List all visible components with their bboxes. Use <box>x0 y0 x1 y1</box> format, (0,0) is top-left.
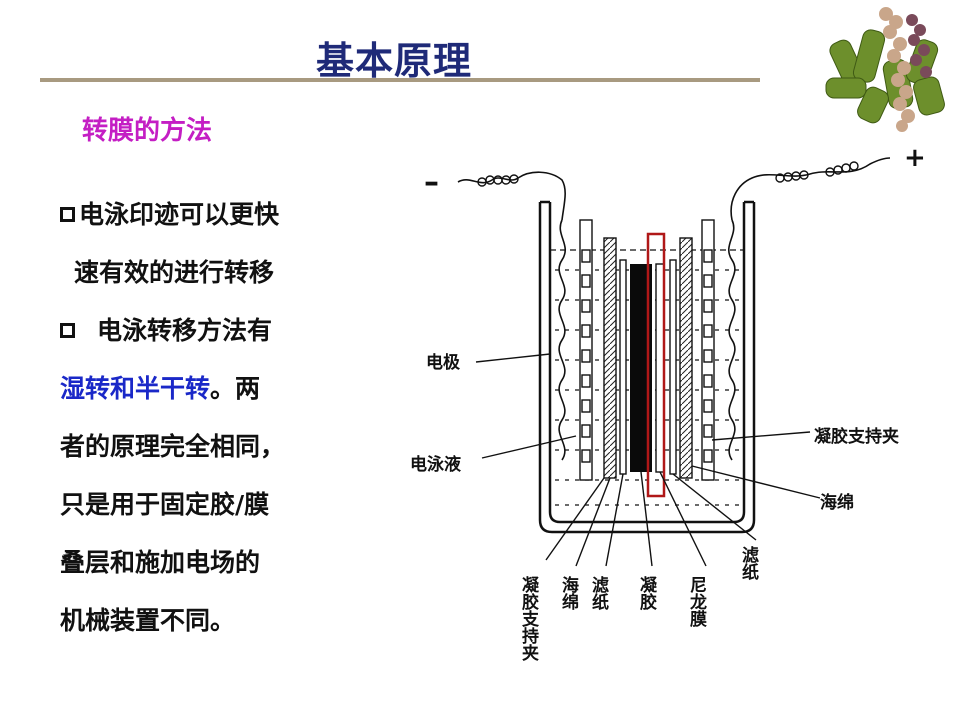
sponge-right <box>679 237 693 479</box>
bullet-text-2-line7: 叠层和施加电场的 <box>60 548 261 577</box>
square-bullet-icon <box>60 207 75 222</box>
label-leaders <box>475 353 821 567</box>
label-gel-holder-right: 凝胶支持夹 <box>814 426 899 447</box>
label-buffer: 电泳液 <box>410 454 461 475</box>
protein-structure-image <box>825 7 945 132</box>
label-gel-bottom: 凝胶 <box>636 576 657 611</box>
square-bullet-icon <box>60 323 75 338</box>
bullet-item-1: 电泳印迹可以更快 <box>60 186 360 244</box>
minus-terminal: – <box>424 165 439 200</box>
bullet-item-2: 电泳转移方法有 <box>60 302 360 360</box>
label-electrode: 电极 <box>426 352 460 373</box>
bullet-list: 电泳印迹可以更快 速有效的进行转移 电泳转移方法有 湿转和半干转。两 者的原理完… <box>60 186 360 650</box>
wet-transfer-diagram: – + 电极 电泳液 凝胶支持 <box>410 143 926 662</box>
label-filter-paper-bottom: 滤纸 <box>588 575 609 611</box>
title-divider <box>40 78 760 82</box>
sponge-left <box>603 237 617 479</box>
gel-holder-left <box>579 219 593 481</box>
bullet-text-2-line8: 机械装置不同。 <box>60 606 236 635</box>
label-sponge-bottom: 海绵 <box>558 575 579 610</box>
filter-paper-right <box>669 259 677 475</box>
gel-slab <box>630 264 652 472</box>
filter-paper-left <box>619 259 627 475</box>
membrane-highlight-box <box>646 232 666 498</box>
section-subtitle: 转膜的方法 <box>82 116 213 146</box>
label-filter-paper-right: 滤纸 <box>738 545 759 581</box>
label-gel-holder-bottom: 凝胶支持夹 <box>518 576 539 662</box>
bullet-text-2-line6: 只是用于固定胶/膜 <box>60 490 270 519</box>
bullet-text-1: 电泳印迹可以更快 <box>79 200 280 229</box>
plus-terminal: + <box>904 143 926 173</box>
bullet-text-1-cont: 速有效的进行转移 <box>74 258 275 287</box>
slide-title: 基本原理 <box>316 39 473 83</box>
wire-coils <box>477 161 859 187</box>
bullet-text-2-line5: 者的原理完全相同， <box>60 432 286 461</box>
gel-holder-right <box>701 219 715 481</box>
highlight-methods: 湿转和半干转 <box>60 374 211 403</box>
label-nylon-membrane-bottom: 尼龙膜 <box>686 576 708 628</box>
bullet-text-2: 电泳转移方法有 <box>97 316 273 345</box>
bullet-text-2-line4: 湿转和半干转。两 <box>60 374 261 403</box>
label-sponge-right: 海绵 <box>820 492 854 513</box>
